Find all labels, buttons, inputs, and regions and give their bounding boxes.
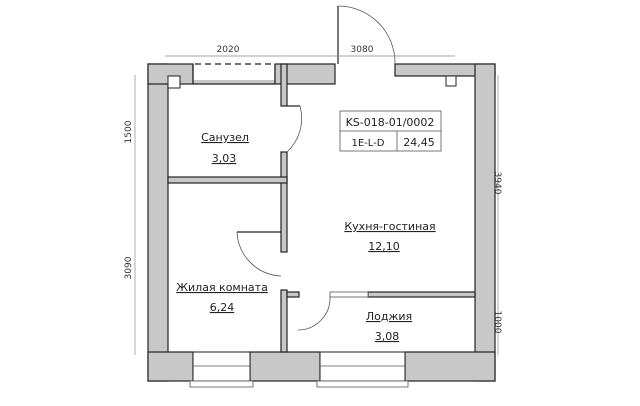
room-area-bedroom: 6,24 xyxy=(210,301,235,314)
room-area-kitchen-living: 12,10 xyxy=(368,240,400,253)
dim-top-right: 3080 xyxy=(351,45,374,55)
plan-code: KS-018-01/0002 xyxy=(346,116,435,129)
room-labels: Санузел 3,03 Жилая комната 6,24 Кухня-го… xyxy=(176,131,435,343)
doors xyxy=(236,5,396,331)
room-name-kitchen-living: Кухня-гостиная xyxy=(344,220,435,233)
room-name-loggia: Лоджия xyxy=(366,310,412,323)
dim-left-bottom: 3090 xyxy=(124,256,134,279)
plan-info-box: KS-018-01/0002 1E-L-D 24,45 xyxy=(339,110,442,152)
bottom-windows xyxy=(189,351,409,388)
dim-right-top: 3940 xyxy=(492,172,502,195)
plan-total-area: 24,45 xyxy=(403,136,435,149)
walls xyxy=(147,63,496,382)
plan-type: 1E-L-D xyxy=(352,138,385,149)
dimensions: 2020 3080 1500 3090 3940 1000 xyxy=(124,45,502,355)
dim-right-bottom: 1000 xyxy=(492,311,502,334)
room-area-loggia: 3,08 xyxy=(375,330,400,343)
room-name-bathroom: Санузел xyxy=(201,131,249,144)
room-name-bedroom: Жилая комната xyxy=(176,281,268,294)
partitions xyxy=(167,63,476,353)
dim-left-top: 1500 xyxy=(124,120,134,143)
room-area-bathroom: 3,03 xyxy=(212,152,237,165)
dim-top-left: 2020 xyxy=(217,45,240,55)
